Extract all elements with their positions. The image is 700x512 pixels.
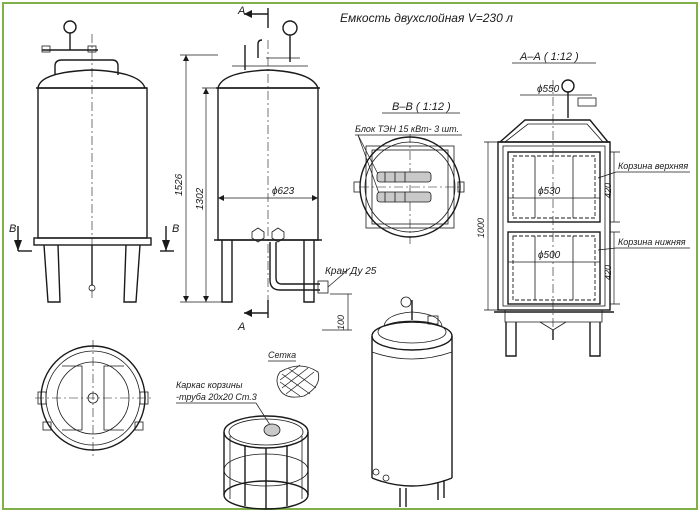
frame-callout-line1: Каркас корзины: [176, 380, 243, 390]
frame-callout-line2: -труба 20х20 Ст.3: [176, 392, 257, 402]
inner-height-label: 1000: [476, 218, 486, 238]
section-aa-title: А–А ( 1:12 ): [519, 51, 579, 63]
front-view: В В: [9, 20, 179, 303]
basket-frame-view: Каркас корзины -труба 20х20 Ст.3 Сетка: [176, 350, 320, 510]
total-height-label: 1526: [174, 173, 185, 196]
side-view: Кран Ду 25 А А ϕ623 1526 1302 100: [174, 5, 377, 333]
mesh-callout: Сетка: [268, 350, 296, 360]
basket-top-diameter-label: ϕ530: [538, 186, 561, 197]
basket-bottom-callout: Корзина нижняя: [618, 237, 686, 247]
basket-bottom-diameter-label: ϕ500: [538, 250, 561, 261]
lid-diameter-label: ϕ550: [537, 84, 560, 95]
body-diameter-label: ϕ623: [272, 186, 295, 197]
heater-callout: Блок ТЭН 15 кВт- 3 шт.: [355, 124, 459, 134]
cut-mark-b-right: В: [172, 223, 179, 235]
basket-bottom-height-label: 420: [603, 265, 613, 280]
basket-top-height-label: 420: [603, 183, 613, 198]
cut-mark-a-top: А: [237, 5, 245, 17]
drawing-title: Емкость двухслойная V=230 л: [340, 11, 513, 25]
cut-mark-a-bottom: А: [237, 321, 245, 333]
valve-callout: Кран Ду 25: [325, 266, 377, 277]
leg-height-label: 100: [336, 315, 346, 330]
basket-top-callout: Корзина верхняя: [618, 161, 688, 171]
section-bb: В–В ( 1:12 ) Блок ТЭН 15 кВт- 3 шт.: [353, 101, 465, 244]
isometric-view: [371, 296, 453, 507]
body-height-label: 1302: [195, 187, 206, 210]
cut-mark-b-left: В: [9, 223, 16, 235]
section-aa: А–А ( 1:12 ) ϕ550 ϕ530 ϕ500: [476, 51, 690, 357]
section-bb-title: В–В ( 1:12 ): [392, 101, 451, 113]
plan-view: [35, 340, 151, 456]
